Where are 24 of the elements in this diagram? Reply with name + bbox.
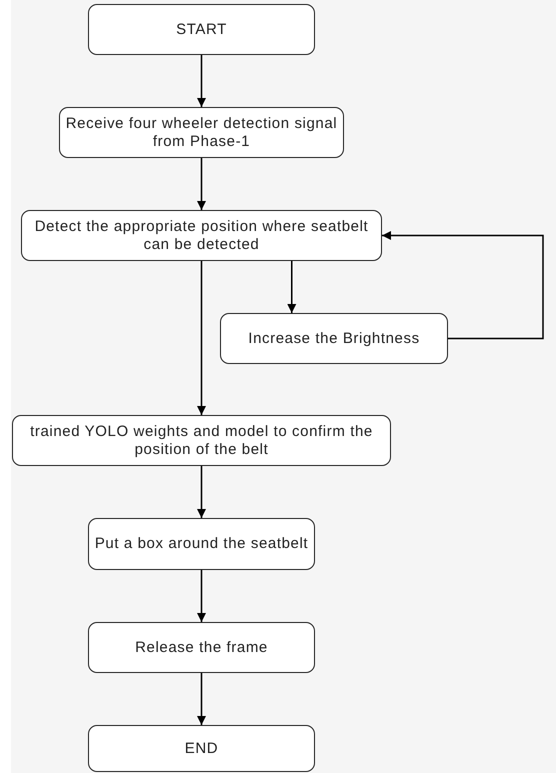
process-box: [88, 622, 315, 673]
process-box: [88, 4, 315, 55]
arrow: [197, 55, 206, 107]
step-text: Increase the Brightness: [248, 330, 420, 348]
step-text: Receive four wheeler detection signal from Phase-1: [64, 114, 338, 150]
step-text: END: [184, 740, 218, 758]
process-box: [21, 210, 382, 261]
step-text: Release the frame: [135, 638, 268, 656]
step-text: Detect the appropriate position where seatbelt can be detected: [34, 218, 370, 254]
process-box: [12, 415, 391, 466]
arrow: [197, 570, 206, 622]
process-box: [220, 313, 448, 364]
arrow: [382, 231, 544, 340]
process-box: [59, 107, 344, 158]
process-box: [88, 725, 315, 772]
arrow: [287, 261, 296, 313]
process-box: [88, 518, 315, 570]
arrow: [197, 673, 206, 725]
step-text: START: [176, 20, 227, 38]
arrow: [197, 158, 206, 210]
arrow: [197, 261, 206, 415]
step-text: trained YOLO weights and model to confirm the position of the belt: [29, 422, 374, 458]
step-text: Put a box around the seatbelt: [94, 535, 308, 553]
arrow: [197, 466, 206, 518]
